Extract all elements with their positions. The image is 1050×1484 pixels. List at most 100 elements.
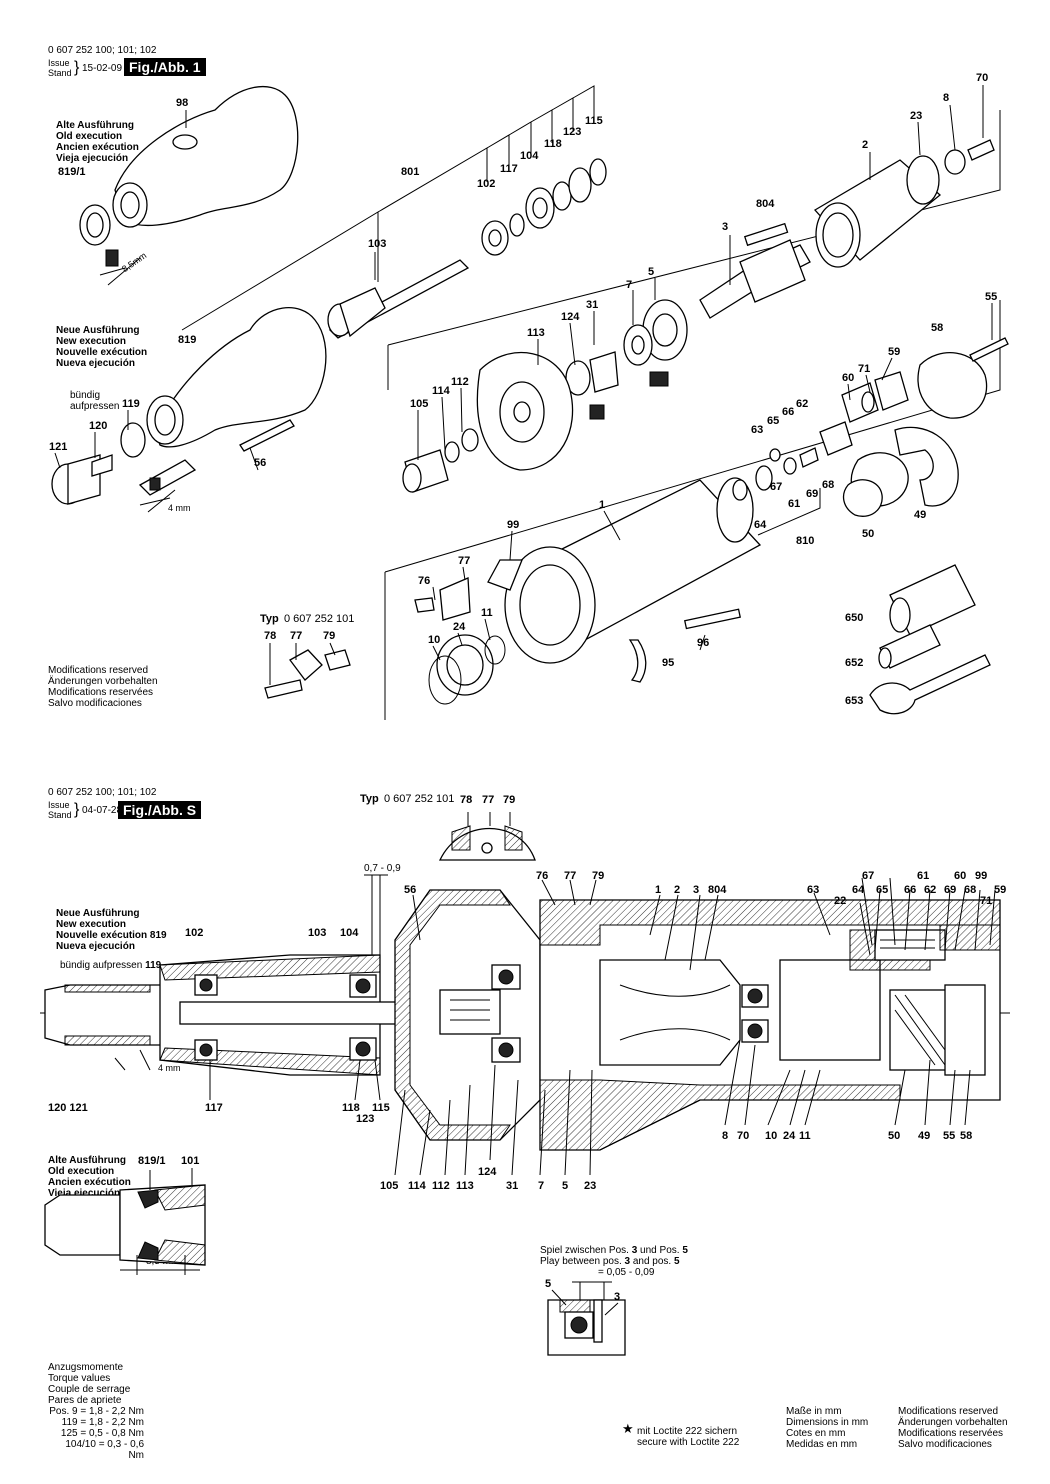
sec-label-124: 124 <box>478 1166 497 1178</box>
part-label: 50 <box>862 528 875 540</box>
sec-label-102: 102 <box>185 927 204 939</box>
part-label: 62 <box>796 398 809 410</box>
part-label: 653 <box>845 695 864 707</box>
sec-label-56: 56 <box>404 884 417 896</box>
sec-label-105: 105 <box>380 1180 399 1192</box>
part-label: 68 <box>822 479 835 491</box>
sec-label-7: 7 <box>538 1180 545 1192</box>
sec-label-60: 60 <box>954 870 967 882</box>
issue-date-bottom: 04-07-28 <box>82 805 123 816</box>
sec-label-63: 63 <box>807 884 820 896</box>
sec-label-59: 59 <box>994 884 1007 896</box>
part-label: 67 <box>770 481 783 493</box>
part-label: 99 <box>507 519 520 531</box>
sec-label-2: 2 <box>674 884 681 896</box>
part-label: 105 <box>410 398 429 410</box>
typ-part: 77 <box>482 794 495 806</box>
issue-date-top: 15-02-09 <box>82 63 123 74</box>
part-label: 63 <box>751 424 764 436</box>
sec-label-114: 114 <box>408 1180 426 1192</box>
part-label: 79 <box>323 630 336 642</box>
sec-label-69: 69 <box>944 884 957 896</box>
sec-label-120-121: 120 121 <box>48 1102 88 1114</box>
part-label: 98 <box>176 97 189 109</box>
play-line-2: Play between pos. 3 and pos. 5 <box>540 1256 680 1267</box>
sec-label-65: 65 <box>876 884 889 896</box>
brace-top: } <box>74 59 80 76</box>
sec-label-804: 804 <box>708 884 727 896</box>
part-label: 96 <box>697 637 710 649</box>
part-label: 7 <box>626 279 633 291</box>
part-label: 819/1 <box>58 166 86 178</box>
sec-label-8: 8 <box>722 1130 729 1142</box>
part-label: 64 <box>754 519 767 531</box>
sec-label-55: 55 <box>943 1130 956 1142</box>
part-label: 118 <box>544 138 562 150</box>
part-label: 31 <box>586 299 599 311</box>
loctite-1: mit Loctite 222 sichern <box>637 1426 738 1437</box>
loctite-2: secure with Loctite 222 <box>637 1437 740 1448</box>
sec-label-118: 118 <box>342 1102 360 1114</box>
sec-label-66: 66 <box>904 884 917 896</box>
sec-label-31: 31 <box>506 1180 519 1192</box>
part-label: 121 <box>49 441 68 453</box>
sec-label-113: 113 <box>456 1180 474 1192</box>
part-label: 114 <box>432 385 450 397</box>
sec-label-5: 5 <box>562 1180 569 1192</box>
play-part-5: 5 <box>545 1278 552 1290</box>
part-label: 23 <box>910 110 923 122</box>
stand-label-bottom: Stand <box>48 810 72 820</box>
part-label: 69 <box>806 488 819 500</box>
sec-label-64: 64 <box>852 884 865 896</box>
part-label: 71 <box>858 363 871 375</box>
sec-label-23: 23 <box>584 1180 597 1192</box>
part-label: 104 <box>520 150 539 162</box>
part-label: 59 <box>888 346 901 358</box>
buendig-bottom: bündig aufpressen 119 <box>60 960 162 971</box>
sec-label-115: 115 <box>372 1102 390 1114</box>
part-label: 61 <box>788 498 801 510</box>
dim-07-09: 0,7 - 0,9 <box>364 863 401 874</box>
sec-label-10: 10 <box>765 1130 778 1142</box>
part-label: 70 <box>976 72 989 84</box>
part-label: 58 <box>931 322 944 334</box>
issue-label-top: Issue <box>48 58 70 68</box>
sec-label-61: 61 <box>917 870 930 882</box>
part-label: 801 <box>401 166 420 178</box>
part-label: 115 <box>585 115 603 127</box>
issue-label-bottom: Issue <box>48 800 70 810</box>
sec-label-104: 104 <box>340 927 359 939</box>
part-label: 77 <box>458 555 471 567</box>
part-label: 24 <box>453 621 466 633</box>
new-819: 819 <box>149 930 167 941</box>
sec-label-71: 71 <box>980 895 993 907</box>
part-label: 2 <box>862 139 869 151</box>
part-label: 652 <box>845 657 864 669</box>
part-label: 10 <box>428 634 441 646</box>
sec-label-103: 103 <box>308 927 327 939</box>
part-label: 804 <box>756 198 775 210</box>
part-label: 66 <box>782 406 795 418</box>
play-part-3: 3 <box>614 1291 621 1303</box>
typ-number-bottom: 0 607 252 101 <box>384 793 455 805</box>
part-label: 11 <box>481 607 493 619</box>
part-label: 1 <box>599 499 606 511</box>
buendig-2: aufpressen <box>70 401 120 412</box>
stand-label-top: Stand <box>48 68 72 78</box>
sec-label-70: 70 <box>737 1130 750 1142</box>
part-label: 123 <box>563 126 582 138</box>
part-label: 95 <box>662 657 675 669</box>
sec-label-3: 3 <box>693 884 700 896</box>
fig-label-top: Fig./Abb. 1 <box>124 58 206 76</box>
sec-label-11: 11 <box>799 1130 811 1142</box>
part-label: 124 <box>561 311 580 323</box>
star-icon: ★ <box>622 1421 634 1436</box>
